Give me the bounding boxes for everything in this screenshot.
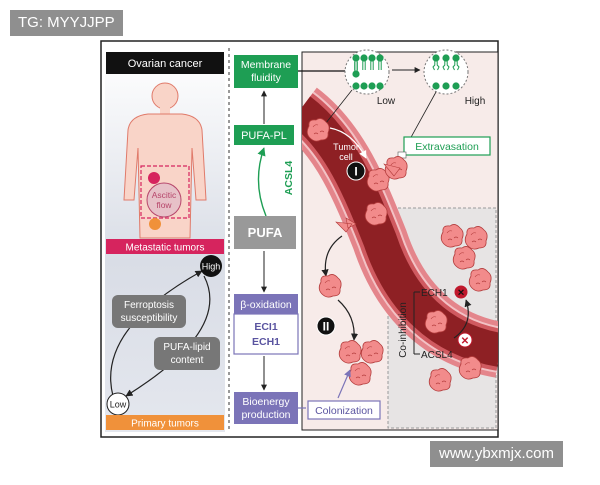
metastatic-tumors-label: Metastatic tumors <box>126 243 205 254</box>
ferroptosis-box <box>112 295 186 328</box>
primary-tumors-bar <box>106 415 224 430</box>
tumor-cell-icon <box>338 339 362 364</box>
svg-text:✕: ✕ <box>461 336 469 347</box>
step-two-label: II <box>323 320 330 334</box>
membrane-fluidity-box <box>234 55 298 88</box>
lipid-bilayer-low-bottom-icon <box>352 82 384 90</box>
blocked-colonization-arrow <box>453 299 472 339</box>
extravasating-cell-icon <box>335 217 357 233</box>
tumor-cell-icon <box>468 267 492 292</box>
ascitic-flow-circle <box>146 182 182 218</box>
watermark-top-badge: TG: MYYJJPP <box>10 10 123 36</box>
pufa-to-pufa-pl-arrow <box>257 147 267 217</box>
lipid-bilayer-high-icon <box>431 53 461 90</box>
tumor-cell-icon <box>428 367 452 392</box>
watermark-bottom-badge: www.ybxmjx.com <box>430 441 564 467</box>
acsl4-inhibited-label: ACSL4 <box>421 350 453 361</box>
left-panel: Ovarian cancer Ascitic flow Metastatic t… <box>105 52 225 432</box>
tumor-cell-icon <box>348 361 372 386</box>
extravasating-cell-icon <box>383 163 401 177</box>
tumor-cell-icon <box>318 273 342 298</box>
bioenergy-box <box>234 392 298 424</box>
bioenergy-label-2: production <box>241 409 290 421</box>
high-node <box>200 255 222 277</box>
primary-tumor-dot <box>149 218 161 230</box>
metastatic-tumors-bar <box>106 239 224 254</box>
co-inhibition-bracket <box>413 291 420 355</box>
abdomen-region <box>140 165 190 219</box>
right-panel: Low High Tumor cell I Extravasation <box>298 49 499 431</box>
pufa-lipid-box <box>154 337 220 370</box>
pufa-lipid-label-2: content <box>171 355 204 366</box>
eci1-label: ECI1 <box>254 321 278 333</box>
co-inhibition-label: Co-inhibition <box>398 302 409 358</box>
low-fluidity-label: Low <box>377 96 396 107</box>
ech1-inhibited-label: ECH1 <box>421 288 448 299</box>
tumor-cell-label-2: cell <box>339 152 353 162</box>
tumor-cell-icon <box>458 355 482 380</box>
ech1-label: ECH1 <box>252 336 280 348</box>
body-silhouette-icon <box>123 82 207 239</box>
primary-tumors-label: Primary tumors <box>131 419 199 430</box>
acsl4-label: ACSL4 <box>283 161 295 196</box>
beta-oxidation-header <box>234 294 298 314</box>
membrane-fluidity-label-1: Membrane <box>241 59 291 71</box>
ascitic-label-1: Ascitic <box>152 190 177 200</box>
tumor-cell-icon <box>364 201 388 226</box>
pufa-pl-box <box>234 125 294 145</box>
svg-text:✕: ✕ <box>457 288 465 298</box>
flow-arrow <box>329 127 367 159</box>
extravasation-box <box>403 136 491 156</box>
high-label: High <box>202 262 221 272</box>
colonization-pointer-arrow <box>337 369 351 399</box>
bioenergy-label-1: Bioenergy <box>242 396 290 408</box>
tumor-cell-icon <box>424 309 448 334</box>
beta-oxidation-label: β-oxidation <box>240 299 292 311</box>
ferroptosis-label-1: Ferroptosis <box>124 300 174 311</box>
ovarian-cancer-header <box>106 52 224 74</box>
tumor-cell-icon <box>360 339 384 364</box>
tumor-cell-label-1: Tumor <box>333 142 359 152</box>
tumor-cell-icon <box>306 118 330 142</box>
acsl4-block-icon <box>457 332 473 348</box>
colonization-label: Colonization <box>315 405 373 417</box>
tumor-cell-icon <box>452 245 476 270</box>
colonization-arrow <box>337 299 359 341</box>
low-callout-line <box>321 89 353 129</box>
tumor-cell-icon <box>464 225 488 250</box>
ascitic-label-2: flow <box>156 200 172 210</box>
membrane-fluidity-label-2: fluidity <box>251 72 282 84</box>
middle-column: Membrane fluidity PUFA-PL ACSL4 PUFA β-o… <box>233 55 299 424</box>
pufa-lipid-label-1: PUFA-lipid <box>163 342 210 353</box>
pufa-pl-label: PUFA-PL <box>241 130 287 142</box>
step-one-label: I <box>354 165 357 179</box>
low-label: Low <box>110 400 127 410</box>
low-to-high-arrow <box>110 270 203 397</box>
colonization-box <box>307 400 381 420</box>
ovarian-cancer-title: Ovarian cancer <box>128 58 203 70</box>
step-one-badge <box>346 161 366 181</box>
blood-vessel <box>302 87 498 378</box>
tumor-cell-icon <box>440 223 464 248</box>
metastatic-tumor-dot <box>148 172 160 184</box>
dissemination-arrow <box>321 235 343 277</box>
step-two-badge <box>316 316 336 336</box>
high-fluidity-label: High <box>465 96 486 107</box>
ferroptosis-label-2: susceptibility <box>121 313 178 324</box>
extravasation-label: Extravasation <box>415 141 479 153</box>
pufa-box <box>234 216 296 249</box>
beta-oxidation-enzymes-box <box>233 313 299 355</box>
high-to-low-arrow <box>125 275 211 397</box>
pufa-label: PUFA <box>248 225 283 240</box>
ech1-block-icon <box>454 285 468 299</box>
